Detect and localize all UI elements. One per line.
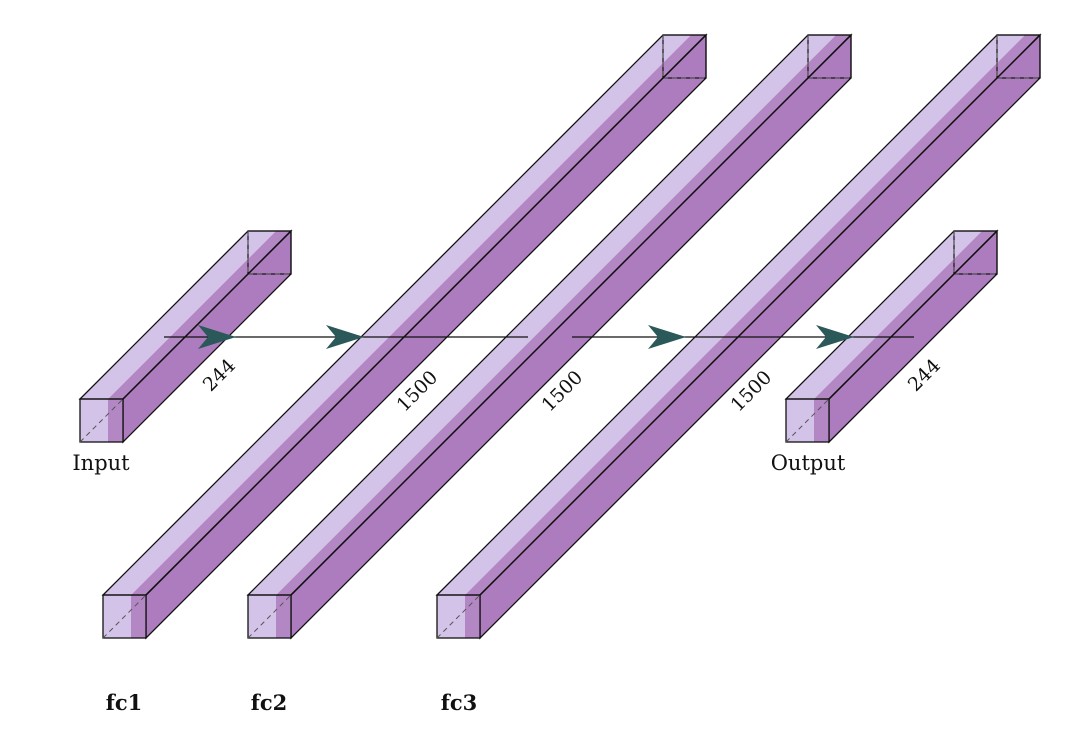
output-label: Output xyxy=(771,451,846,475)
block-top-light xyxy=(437,35,1025,595)
block-top-light xyxy=(103,35,691,595)
block-edge-top-right xyxy=(479,34,1041,596)
block-front-light xyxy=(248,595,276,638)
block-top-mid xyxy=(276,35,851,595)
flow-arrow-1 xyxy=(198,325,236,349)
block-front-mid xyxy=(131,595,146,638)
block-front-light xyxy=(786,399,814,442)
block-front-mid xyxy=(276,595,291,638)
block-edge-top-right xyxy=(145,34,707,596)
block-front-mid xyxy=(814,399,829,442)
flow-arrow-3 xyxy=(648,325,686,349)
block-front-light xyxy=(103,595,131,638)
data-flow xyxy=(164,325,914,349)
layer-name-fc2: fc2 xyxy=(251,690,287,715)
block-front-light xyxy=(80,399,108,442)
block-top-light xyxy=(248,35,836,595)
flow-arrow-2 xyxy=(326,325,364,349)
block-front-mid xyxy=(108,399,123,442)
block-edge-top-right xyxy=(828,230,998,400)
block-edge-top-right xyxy=(122,230,292,400)
block-top-light xyxy=(786,231,982,399)
block-front-mid xyxy=(465,595,480,638)
layer-name-fc3: fc3 xyxy=(441,690,477,715)
layer-blocks xyxy=(78,33,1042,640)
block-front-light xyxy=(437,595,465,638)
block-top-light xyxy=(80,231,276,399)
layer-name-fc1: fc1 xyxy=(106,690,142,715)
block-edge-top-right xyxy=(290,34,852,596)
block-top-mid xyxy=(465,35,1040,595)
block-top-mid xyxy=(814,231,997,399)
block-top-mid xyxy=(131,35,706,595)
flow-arrow-4 xyxy=(816,325,854,349)
block-fc2 xyxy=(246,33,853,640)
input-label: Input xyxy=(72,451,130,475)
block-top-mid xyxy=(108,231,291,399)
